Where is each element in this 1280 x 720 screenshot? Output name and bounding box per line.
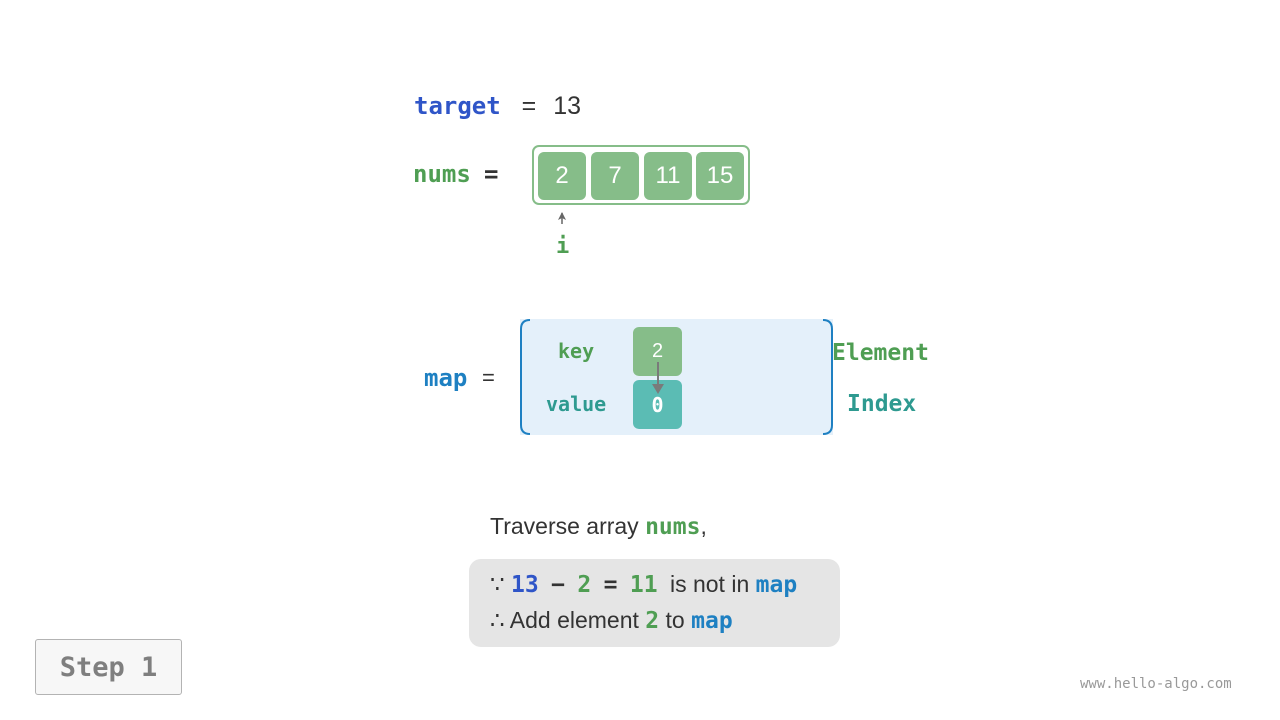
intro-comma: , xyxy=(700,513,707,539)
map-word: map xyxy=(755,572,798,598)
not-in-text: is not in xyxy=(669,571,750,597)
index-label: Index xyxy=(847,391,917,417)
array-cell: 2 xyxy=(538,152,586,200)
to-text: to xyxy=(665,607,685,633)
array-cell: 7 xyxy=(591,152,639,200)
explanation-box: ∵ 13 − 2 = 11 is not in map ∴ Add elemen… xyxy=(469,559,840,647)
pointer-arrow-icon xyxy=(558,212,566,224)
map-label: map xyxy=(424,364,468,392)
array-cell: 15 xyxy=(696,152,744,200)
target-line: target = 13 xyxy=(414,92,581,121)
target-keyword: target xyxy=(414,92,501,120)
nums-array: 2 7 11 15 xyxy=(532,145,750,205)
nums-operator: = xyxy=(484,160,499,188)
intro-text: Traverse array xyxy=(490,513,646,539)
map-value-cell: 0 xyxy=(633,380,682,429)
intro-var: nums xyxy=(645,514,701,540)
watermark: www.hello-algo.com xyxy=(1080,676,1232,692)
map-brackets xyxy=(520,319,833,435)
therefore-symbol: ∴ xyxy=(490,607,505,633)
explanation-intro: Traverse array nums, xyxy=(490,513,707,540)
complement-number: 11 xyxy=(629,572,658,598)
add-element-text: Add element xyxy=(509,607,639,633)
element-number: 2 xyxy=(577,572,592,598)
nums-label: nums xyxy=(413,160,471,188)
equals-sign: = xyxy=(603,572,618,598)
minus-sign: − xyxy=(551,572,565,598)
because-symbol: ∵ xyxy=(490,571,505,597)
map-operator: = xyxy=(482,365,495,390)
target-value: 13 xyxy=(553,92,582,120)
element-label: Element xyxy=(832,340,929,366)
explanation-line-2: ∴ Add element 2 to map xyxy=(490,607,733,634)
step-badge: Step 1 xyxy=(35,639,182,695)
map-word: map xyxy=(691,608,733,634)
array-cell: 11 xyxy=(644,152,692,200)
explanation-line-1: ∵ 13 − 2 = 11 is not in map xyxy=(490,571,797,598)
element-number: 2 xyxy=(645,608,660,634)
target-operator: = xyxy=(521,92,537,120)
value-label: value xyxy=(546,392,607,416)
pointer-label: i xyxy=(556,234,570,259)
target-number: 13 xyxy=(511,572,539,598)
key-label: key xyxy=(558,339,595,363)
key-to-value-arrow-icon xyxy=(652,362,664,394)
